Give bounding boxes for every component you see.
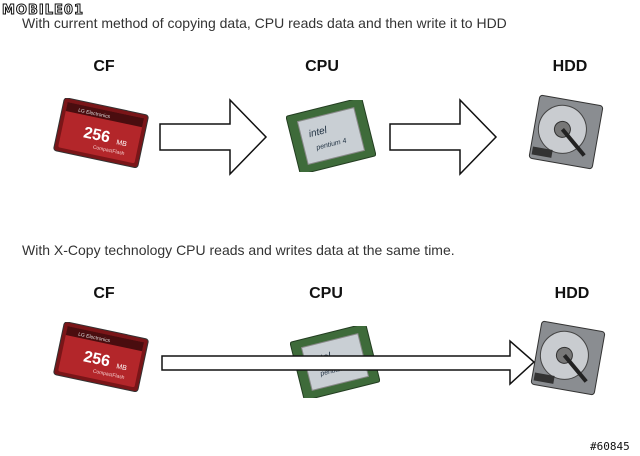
top-cpu-chip-icon: intel pentium 4 (286, 100, 376, 172)
image-watermark: #60845 (590, 440, 630, 453)
top-label-cpu: CPU (305, 58, 339, 75)
top-hdd-icon (528, 94, 604, 170)
bottom-caption: With X-Copy technology CPU reads and wri… (22, 242, 455, 258)
top-cf-unit: MB (116, 139, 128, 148)
top-arrow-cf-to-cpu (159, 98, 268, 176)
bottom-cf-card-icon: 256 MB LG Electronics CompactFlash (53, 322, 149, 392)
top-label-cf: CF (93, 58, 115, 75)
bottom-cf-capacity: 256 (82, 348, 112, 370)
logo-text: MOBILE01 (2, 3, 84, 19)
mobile01-logo: MOBILE01 (2, 3, 84, 19)
bottom-label-cf: CF (93, 285, 115, 302)
top-caption: With current method of copying data, CPU… (22, 15, 507, 31)
bottom-hdd-icon (530, 320, 606, 396)
top-cf-card-icon: 256 MB LG Electronics CompactFlash (53, 98, 149, 168)
top-cf-capacity: 256 (82, 124, 112, 146)
top-cpu-brand: intel (308, 125, 329, 140)
bottom-label-cpu: CPU (309, 285, 343, 302)
bottom-cf-unit: MB (116, 363, 128, 372)
bottom-label-hdd: HDD (554, 285, 590, 302)
top-arrow-cpu-to-hdd (389, 98, 498, 176)
top-label-hdd: HDD (552, 58, 588, 75)
bottom-arrow-cf-to-hdd (161, 339, 536, 386)
